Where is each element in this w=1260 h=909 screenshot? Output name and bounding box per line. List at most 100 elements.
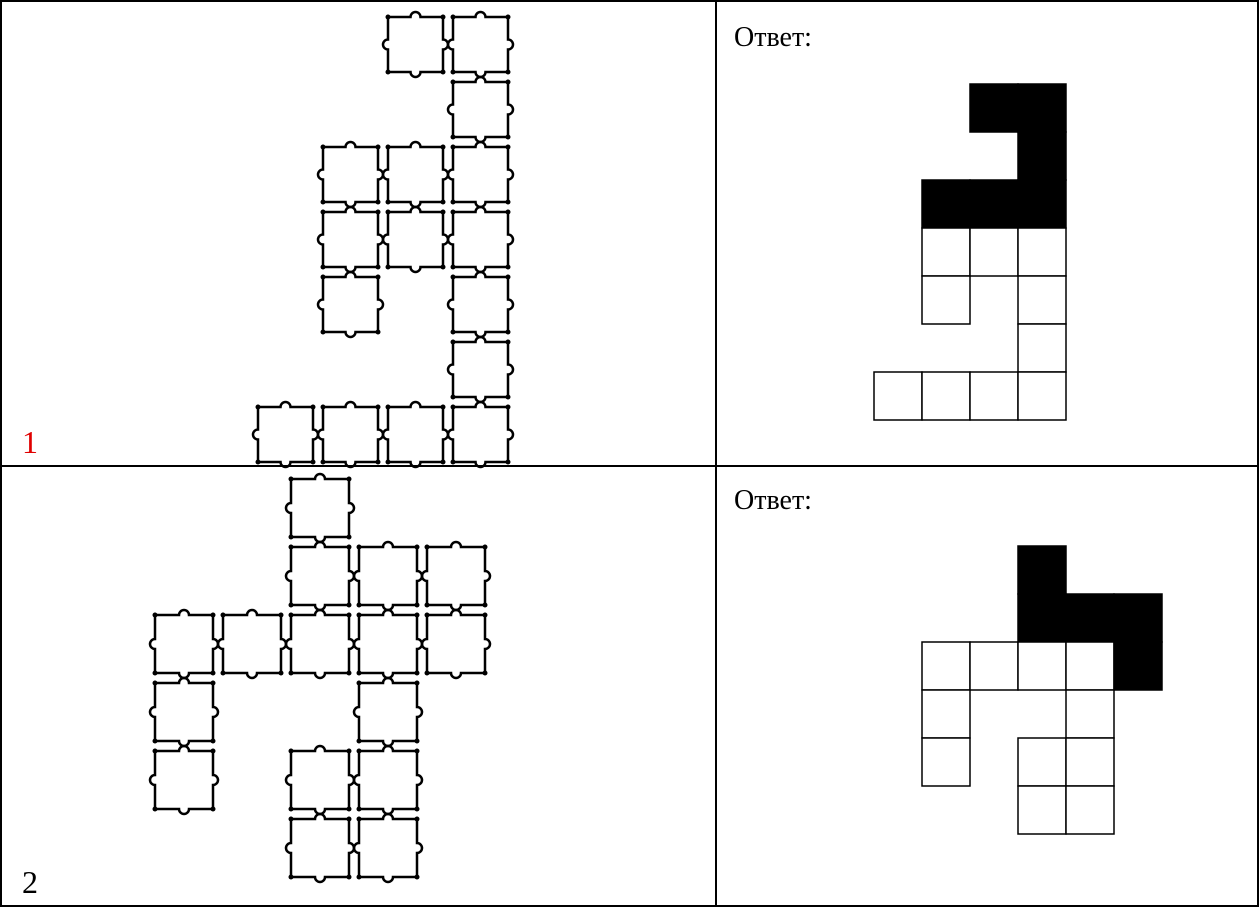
puzzle-piece — [286, 814, 354, 882]
puzzle-corner-dot — [221, 613, 226, 618]
puzzle-piece-outline — [150, 746, 218, 814]
puzzle-piece-outline — [286, 474, 354, 542]
puzzle-corner-dot — [451, 200, 456, 205]
answer-cell — [1066, 786, 1114, 834]
puzzle-corner-dot — [506, 145, 511, 150]
puzzle-piece — [286, 746, 354, 814]
puzzle-piece — [448, 207, 513, 272]
puzzle-corner-dot — [415, 739, 420, 744]
puzzle-corner-dot — [441, 460, 446, 465]
puzzle-piece-outline — [448, 77, 513, 142]
puzzle-corner-dot — [376, 210, 381, 215]
puzzle-corner-dot — [376, 265, 381, 270]
puzzle-corner-dot — [451, 460, 456, 465]
puzzle-corner-dot — [425, 603, 430, 608]
puzzle-corner-dot — [321, 405, 326, 410]
puzzle-piece-outline — [383, 402, 448, 467]
puzzle-corner-dot — [506, 405, 511, 410]
puzzle-corner-dot — [357, 749, 362, 754]
puzzle-corner-dot — [506, 210, 511, 215]
puzzle-corner-dot — [289, 545, 294, 550]
puzzle-piece — [422, 610, 490, 678]
answer-cell — [922, 372, 970, 420]
puzzle-corner-dot — [289, 477, 294, 482]
answer-grid-1 — [874, 84, 1066, 420]
puzzle-corner-dot — [415, 545, 420, 550]
puzzle-corner-dot — [386, 460, 391, 465]
puzzle-corner-dot — [483, 545, 488, 550]
puzzle-corner-dot — [153, 681, 158, 686]
puzzle-corner-dot — [279, 613, 284, 618]
puzzle-corner-dot — [211, 671, 216, 676]
answer-cell-filled — [1018, 594, 1066, 642]
puzzle-piece — [318, 272, 383, 337]
task-number-1: 1 — [22, 424, 38, 461]
answer-cell — [1018, 738, 1066, 786]
puzzle-corner-dot — [415, 807, 420, 812]
puzzle-corner-dot — [211, 749, 216, 754]
puzzle-corner-dot — [289, 603, 294, 608]
answer-cell — [922, 690, 970, 738]
answer-cell — [1018, 786, 1066, 834]
puzzle-corner-dot — [441, 145, 446, 150]
puzzle-piece — [286, 542, 354, 610]
answer-cell — [1018, 228, 1066, 276]
puzzle-corner-dot — [211, 739, 216, 744]
puzzle-piece-outline — [318, 402, 383, 467]
puzzle-corner-dot — [506, 275, 511, 280]
puzzle-corner-dot — [386, 405, 391, 410]
puzzle-corner-dot — [347, 603, 352, 608]
puzzle-corner-dot — [506, 70, 511, 75]
puzzle-corner-dot — [415, 671, 420, 676]
puzzle-corner-dot — [386, 210, 391, 215]
puzzle-corner-dot — [153, 671, 158, 676]
puzzle-corner-dot — [451, 265, 456, 270]
puzzle-corner-dot — [211, 807, 216, 812]
puzzle-piece-outline — [286, 610, 354, 678]
puzzle-piece — [218, 610, 286, 678]
puzzle-corner-dot — [347, 545, 352, 550]
puzzle-corner-dot — [425, 545, 430, 550]
puzzle-corner-dot — [415, 681, 420, 686]
puzzle-figure-2 — [150, 474, 490, 882]
answer-label-1: Ответ: — [734, 22, 812, 54]
puzzle-corner-dot — [347, 535, 352, 540]
puzzle-corner-dot — [153, 807, 158, 812]
puzzle-piece — [422, 542, 490, 610]
puzzle-piece-outline — [253, 402, 318, 467]
answer-cell — [970, 372, 1018, 420]
puzzle-corner-dot — [376, 460, 381, 465]
answer-cell — [874, 372, 922, 420]
puzzle-corner-dot — [357, 807, 362, 812]
puzzle-corner-dot — [357, 739, 362, 744]
puzzle-corner-dot — [441, 210, 446, 215]
puzzle-corner-dot — [357, 671, 362, 676]
task-number-2: 2 — [22, 864, 38, 901]
puzzle-piece-outline — [448, 12, 513, 77]
puzzle-corner-dot — [289, 807, 294, 812]
puzzle-corner-dot — [311, 460, 316, 465]
answer-cell — [970, 642, 1018, 690]
puzzle-piece — [354, 814, 422, 882]
puzzle-corner-dot — [483, 671, 488, 676]
puzzle-corner-dot — [386, 70, 391, 75]
puzzle-piece — [448, 402, 513, 467]
puzzle-corner-dot — [347, 807, 352, 812]
puzzle-corner-dot — [321, 265, 326, 270]
puzzle-piece — [448, 272, 513, 337]
puzzle-piece-outline — [422, 610, 490, 678]
puzzle-corner-dot — [321, 145, 326, 150]
puzzle-piece-outline — [354, 814, 422, 882]
puzzle-corner-dot — [321, 330, 326, 335]
puzzle-corner-dot — [347, 875, 352, 880]
puzzle-corner-dot — [347, 477, 352, 482]
puzzle-corner-dot — [289, 535, 294, 540]
puzzle-corner-dot — [415, 603, 420, 608]
puzzle-piece — [286, 610, 354, 678]
puzzle-piece-outline — [383, 207, 448, 272]
puzzle-piece — [318, 402, 383, 467]
puzzle-corner-dot — [451, 395, 456, 400]
answer-cell — [922, 642, 970, 690]
puzzle-corner-dot — [441, 70, 446, 75]
